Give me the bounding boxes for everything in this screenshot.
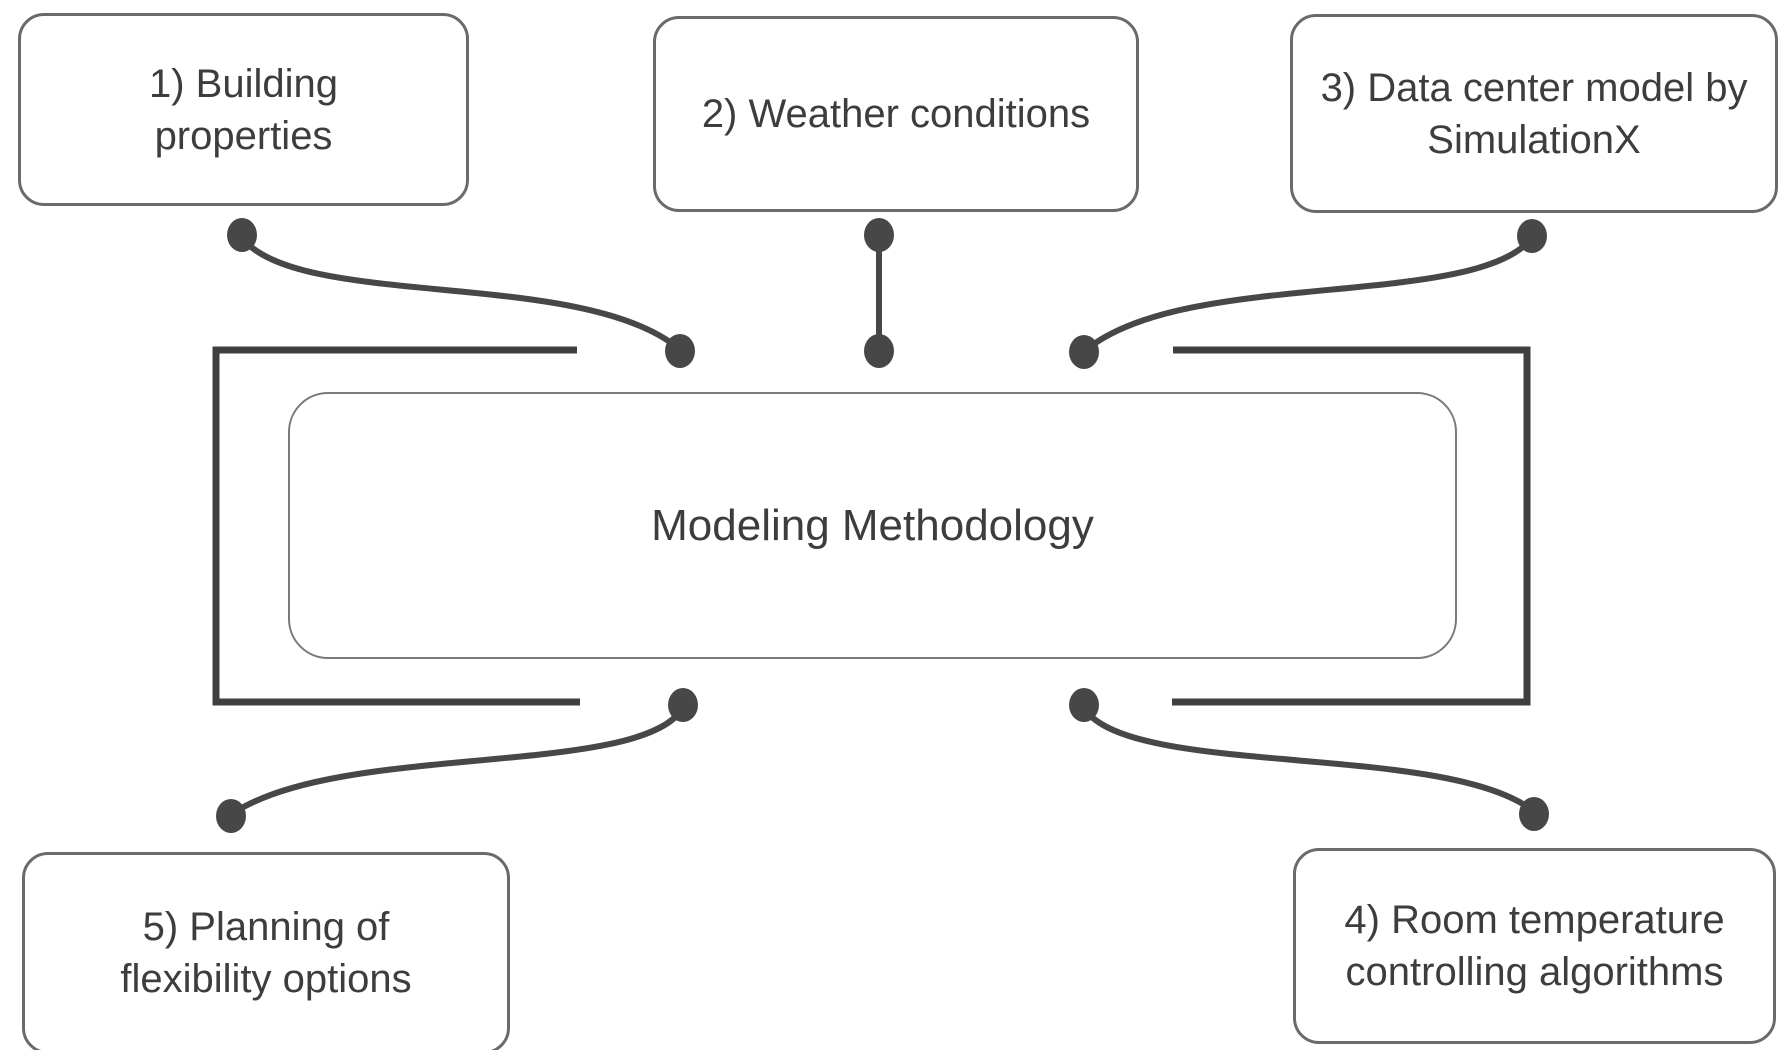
connector-dot-below-weather — [864, 218, 894, 252]
node-data-center-model-label: 3) Data center model by SimulationX — [1320, 65, 1748, 162]
node-building-properties-label: 1) Building properties — [148, 61, 338, 158]
node-room-temperature-algorithms-label: 4) Room temperature controlling algorith… — [1344, 898, 1725, 994]
connector-dot-frame-bottom-left — [668, 688, 698, 722]
connector-dot-frame-top-right — [1069, 335, 1099, 369]
connector-dot-below-datacenter — [1517, 219, 1547, 253]
connector-dot-below-building — [227, 218, 257, 252]
connector-methodology-to-planning — [233, 706, 686, 815]
node-modeling-methodology: Modeling Methodology — [288, 392, 1457, 659]
connector-dot-frame-top-left — [665, 334, 695, 368]
node-modeling-methodology-label: Modeling Methodology — [651, 500, 1094, 550]
connector-dot-frame-bottom-right — [1069, 688, 1099, 722]
node-planning-flexibility-options: 5) Planning of flexibility options — [22, 852, 510, 1050]
methodology-frame-left-bracket — [212, 346, 580, 706]
connector-building-to-methodology — [239, 236, 680, 351]
node-weather-conditions-label: 2) Weather conditions — [701, 92, 1091, 136]
connector-datacenter-to-methodology — [1084, 236, 1535, 353]
node-planning-flexibility-options-label: 5) Planning of flexibility options — [120, 905, 412, 1001]
node-building-properties: 1) Building properties — [18, 13, 469, 206]
node-weather-conditions: 2) Weather conditions — [653, 16, 1139, 212]
connector-dot-above-room — [1519, 797, 1549, 831]
node-data-center-model: 3) Data center model by SimulationX — [1290, 14, 1778, 213]
connector-dot-above-planning — [216, 799, 246, 833]
connector-dot-frame-top-center — [864, 334, 894, 368]
node-room-temperature-algorithms: 4) Room temperature controlling algorith… — [1293, 848, 1776, 1044]
methodology-frame-right-bracket — [1172, 346, 1531, 706]
connector-methodology-to-room — [1081, 706, 1534, 813]
